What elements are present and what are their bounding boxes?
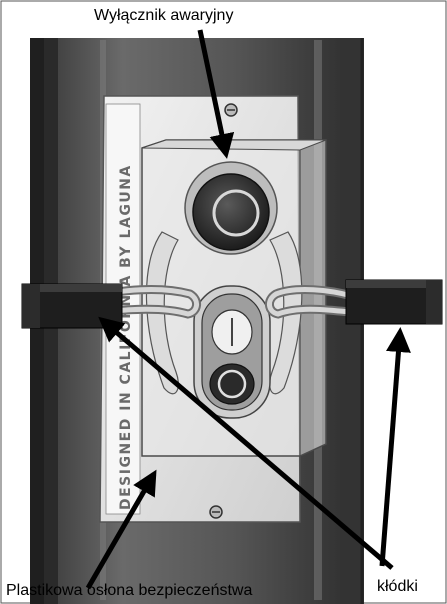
start-stop-switch <box>194 286 270 418</box>
padlock-right <box>346 280 442 324</box>
emergency-stop-button <box>185 162 277 254</box>
label-emergency-switch: Wyłącznik awaryjny <box>94 7 233 25</box>
label-plastic-cover: Plastikowa osłona bezpieczeństwa <box>6 582 252 600</box>
label-padlocks: kłódki <box>377 578 418 596</box>
